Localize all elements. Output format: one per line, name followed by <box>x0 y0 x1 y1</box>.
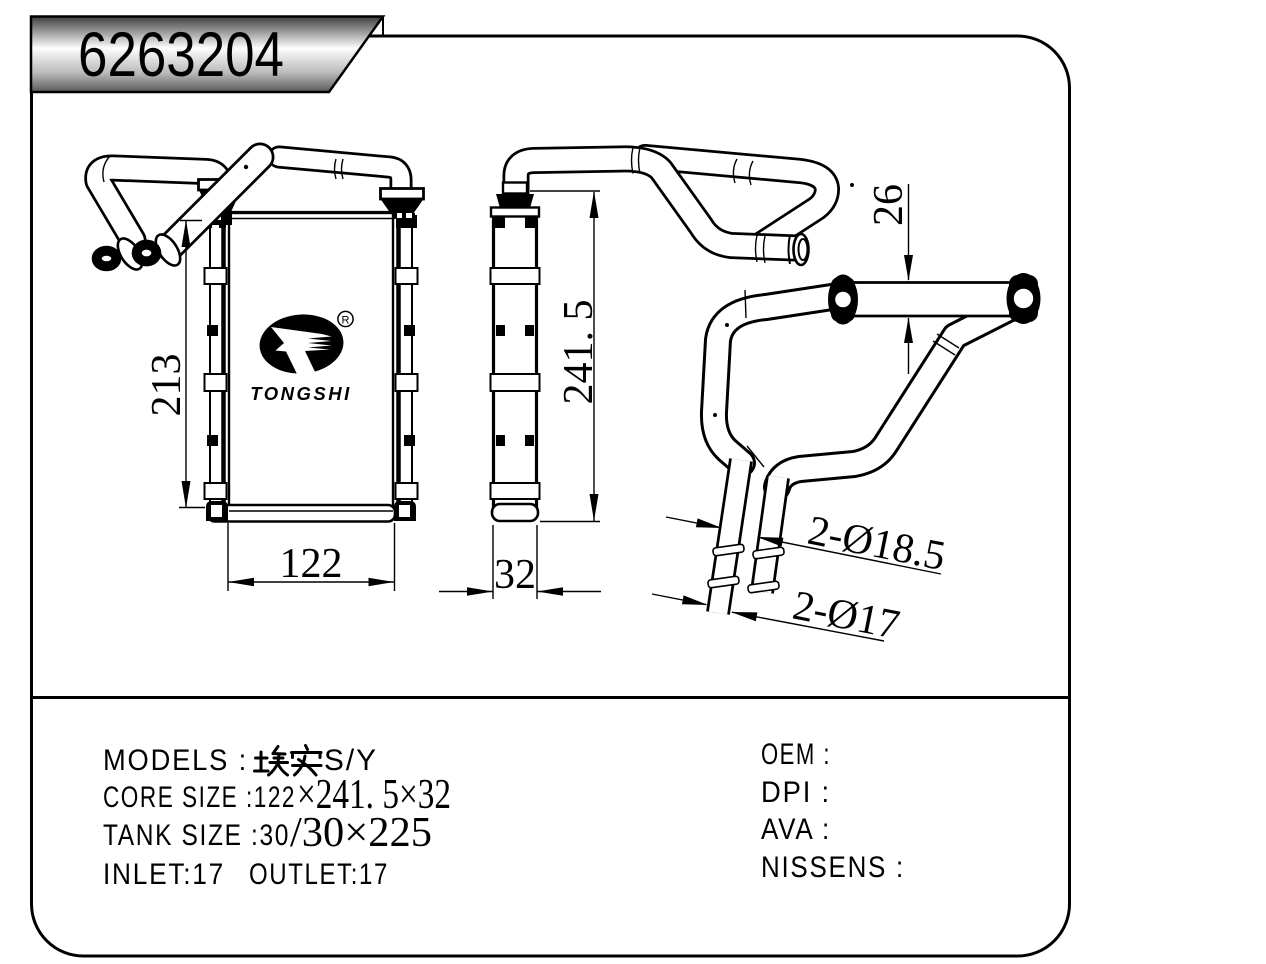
svg-text:32: 32 <box>494 552 536 598</box>
svg-text:R: R <box>342 315 350 327</box>
svg-text:INLET:17: INLET:17 <box>103 858 225 891</box>
svg-text:TANK SIZE :30: TANK SIZE :30 <box>103 819 290 852</box>
svg-text:DPI :: DPI : <box>761 776 831 809</box>
svg-text:OEM :: OEM : <box>761 738 831 771</box>
svg-text:AVA :: AVA : <box>761 813 831 846</box>
svg-text:OUTLET:17: OUTLET:17 <box>249 858 389 891</box>
svg-text:213: 213 <box>144 354 190 417</box>
svg-text:26: 26 <box>866 184 912 226</box>
svg-text:CORE SIZE :122: CORE SIZE :122 <box>103 781 296 814</box>
svg-text:MODELS :: MODELS : <box>103 744 248 777</box>
svg-text:NISSENS :: NISSENS : <box>761 851 905 884</box>
svg-text:241. 5: 241. 5 <box>556 300 602 405</box>
svg-text:×241. 5×32: ×241. 5×32 <box>297 772 451 818</box>
svg-text:TONGSHI: TONGSHI <box>250 383 351 404</box>
svg-text:/30×225: /30×225 <box>290 810 432 856</box>
svg-text:6263204: 6263204 <box>78 20 284 90</box>
svg-text:S/Y: S/Y <box>324 744 378 777</box>
svg-text:122: 122 <box>280 541 343 587</box>
